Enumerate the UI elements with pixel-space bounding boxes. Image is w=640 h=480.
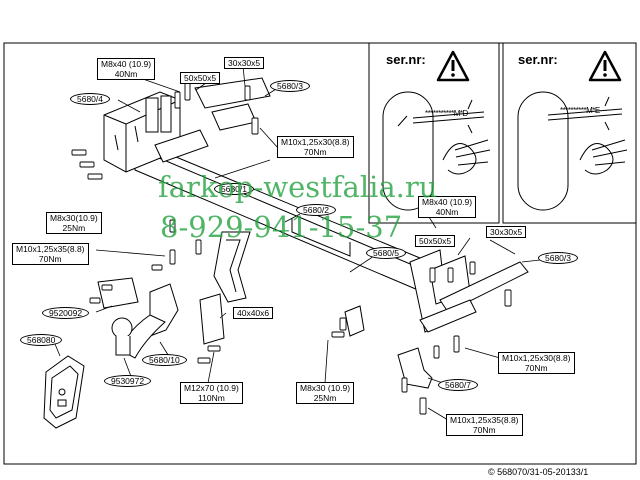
upper-left-plates (145, 77, 271, 163)
bolt-size: M8x30(10.9) (50, 213, 98, 223)
tow-ball-assembly (97, 277, 225, 359)
callout-part-5680-7: 5680/7 (438, 379, 478, 391)
callout-part-5680-10: 5680/10 (142, 354, 187, 366)
callout-part-5680-4: 5680/4 (70, 93, 110, 105)
callout-bolt-m10-bottom: M10x1,25x35(8.8) 70Nm (446, 414, 523, 436)
serial-plate-text-left: ***********M*D (425, 109, 468, 118)
bolt-size: M8x30 (10.9) (300, 383, 351, 393)
callout-part-9520092: 9520092 (42, 307, 90, 319)
warning-triangle-icon (588, 50, 622, 82)
callout-dim-30x30x5-right: 30x30x5 (486, 226, 527, 238)
bolts (71, 81, 512, 415)
bolt-torque: 25Nm (313, 393, 337, 403)
center-drop-bracket (213, 231, 251, 303)
bolt-torque: 70Nm (472, 425, 496, 435)
callout-part-5680-1: 5680/1 (214, 183, 254, 195)
callout-dim-50x50x5-top: 50x50x5 (180, 72, 221, 84)
bolt-size: M10x1,25x35(8.8) (450, 415, 519, 425)
bolt-size: M10x1,25x30(8.8) (502, 353, 571, 363)
bolt-size: M10x1,25x35(8.8) (16, 244, 85, 254)
bolt-torque: 110Nm (198, 393, 225, 403)
callout-bolt-m10-top: M10x1,25x30(8.8) 70Nm (277, 136, 354, 158)
callout-part-5680-3-right: 5680/3 (538, 252, 578, 264)
callout-bolt-m8x40-right: M8x40 (10.9) 40Nm (418, 196, 477, 218)
bolt-torque: 40Nm (114, 69, 138, 79)
bolt-size: M8x40 (10.9) (422, 197, 473, 207)
bolt-size: M12x70 (10.9) (184, 383, 239, 393)
callout-part-5680-5: 5680/5 (366, 247, 406, 259)
callout-part-5680-3-top: 5680/3 (270, 80, 310, 92)
callout-bolt-m8x40-top: M8x40 (10.9) 40Nm (97, 58, 156, 80)
copyright-text: © 568070/31-05-20133/1 (488, 467, 589, 477)
outer-frame (3, 42, 637, 465)
bolt-torque: 40Nm (435, 207, 459, 217)
bolt-size: M8x40 (10.9) (101, 59, 152, 69)
watermark-phone: 8-929-941-15-37 (160, 210, 403, 244)
callout-dim-50x50x5-right: 50x50x5 (415, 235, 456, 247)
warning-triangle-icon (436, 50, 470, 82)
callout-dim-30x30x5-top: 30x30x5 (224, 57, 265, 69)
callout-bolt-m12x70: M12x70 (10.9) 110Nm (180, 382, 243, 404)
bolt-torque: 70Nm (524, 363, 548, 373)
watermark-site: farkop-westfalia.ru (158, 170, 438, 204)
lower-right-pieces (344, 305, 433, 389)
bolt-size: M10x1,25x30(8.8) (281, 137, 350, 147)
bolt-torque: 70Nm (303, 147, 327, 157)
serial-label-right: ser.nr: (518, 52, 558, 67)
socket-plate (43, 355, 85, 429)
bolt-torque: 70Nm (38, 254, 62, 264)
callout-bolt-m10-right: M10x1,25x30(8.8) 70Nm (498, 352, 575, 374)
callout-part-5680-2: 5680/2 (296, 204, 336, 216)
callout-part-568080: 568080 (20, 334, 63, 346)
bolt-torque: 25Nm (62, 223, 86, 233)
serial-panel-left-frame (368, 42, 500, 224)
callout-dim-40x40x6: 40x40x6 (233, 307, 274, 319)
callout-part-9530972: 9530972 (104, 375, 152, 387)
callout-bolt-m10-left: M10x1,25x35(8.8) 70Nm (12, 243, 89, 265)
serial-plate-sketch-left (382, 91, 491, 211)
serial-plate-text-right: **********M*E (560, 106, 600, 115)
callout-bolt-m8x30-bottom: M8x30 (10.9) 25Nm (296, 382, 355, 404)
serial-label-left: ser.nr: (386, 52, 426, 67)
serial-plate-sketch-right (517, 91, 628, 211)
callout-bolt-m8x30-left: M8x30(10.9) 25Nm (46, 212, 102, 234)
